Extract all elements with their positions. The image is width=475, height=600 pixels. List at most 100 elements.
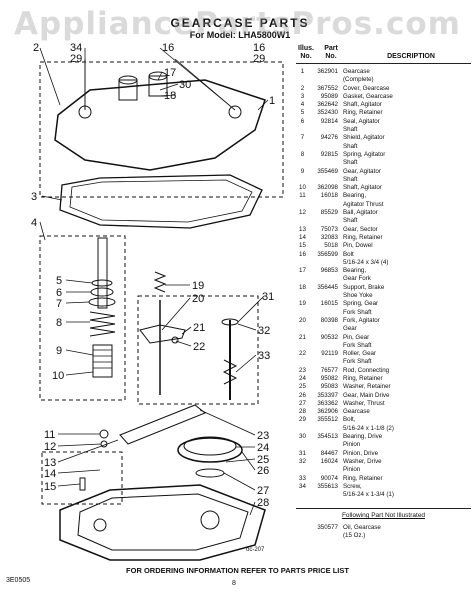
callout-27: 27 [257, 485, 269, 497]
part-no: 350577 [317, 524, 338, 531]
illus-no [296, 425, 309, 433]
fork-spring [153, 271, 167, 293]
part-no: 355469 [317, 167, 338, 175]
part-description: Cover, Gearcase [343, 84, 390, 92]
part-no [309, 358, 343, 366]
parts-row: Shoe Yoke [296, 292, 471, 300]
part-no: 80398 [320, 316, 338, 324]
part-no [309, 342, 343, 350]
part-description: Bearing, [343, 267, 367, 275]
illus-no: 13 [299, 225, 306, 233]
callout-29-b: 29 [253, 53, 265, 65]
parts-row: Fork Shaft [296, 342, 471, 350]
main-drive-gear [177, 437, 243, 463]
part-description: Gear, Sector [343, 225, 378, 233]
part-description: Shaft [343, 142, 358, 150]
part-no: 16018 [320, 192, 338, 200]
illus-no: 2 [300, 84, 305, 92]
illus-no [296, 441, 309, 449]
callout-18: 18 [164, 90, 176, 102]
illus-no: 14 [299, 233, 306, 241]
part-description: Seal, Agitator [343, 117, 380, 125]
part-description: Pinion [343, 466, 361, 474]
part-no [309, 159, 343, 167]
part-description: (Complete) [343, 76, 374, 84]
part-no [309, 76, 343, 84]
callout-15: 15 [44, 481, 56, 493]
part-no: 76577 [320, 366, 338, 374]
illus-no: 34 [299, 482, 306, 490]
illus-no: 11 [299, 192, 306, 200]
agitator-shaft-rod [97, 237, 108, 309]
parts-row: Fork Shaft [296, 309, 471, 317]
illus-no: 17 [299, 267, 306, 275]
callout-11: 11 [44, 429, 55, 441]
illus-no [296, 159, 309, 167]
shaft-group-box [39, 235, 126, 401]
model-subtitle: For Model: LHA5800W1 [189, 30, 291, 40]
part-description: 5/16-24 x 1-3/4 (1) [343, 491, 394, 499]
part-no [309, 325, 343, 333]
fork-roller [171, 336, 179, 344]
part-no [309, 143, 343, 151]
part-description: Shaft [343, 126, 358, 134]
part-description: Shield, Agitator [343, 134, 385, 142]
illus-no [296, 176, 309, 184]
part-no: 16015 [320, 300, 338, 308]
part-no: 95083 [320, 383, 338, 391]
part-description: Gear, Agitator [343, 167, 381, 175]
parts-row: (15 Oz.) [296, 532, 471, 540]
illus-no: 30 [299, 433, 306, 441]
callout-10: 10 [52, 370, 64, 382]
cover-hole-2 [228, 105, 242, 119]
part-description: Washer, Retainer [343, 383, 391, 391]
illus-no: 16 [299, 250, 306, 258]
part-description: Spring, Agitator [343, 150, 386, 158]
part-description: Roller, Gear [343, 350, 377, 358]
illus-no [296, 76, 309, 84]
part-description: Screw, [343, 482, 362, 490]
part-no: 95089 [320, 92, 338, 100]
gear-teeth [93, 349, 112, 369]
gasket-inner-edge [69, 179, 253, 223]
part-description: Fork Shaft [343, 308, 372, 316]
part-description: Gearcase [343, 68, 370, 75]
illus-no: 18 [299, 283, 306, 291]
callout-17: 17 [164, 67, 176, 79]
callout-3: 3 [31, 191, 37, 203]
part-no [309, 292, 343, 300]
callout-7: 7 [56, 298, 62, 310]
parts-row: Gear [296, 325, 471, 333]
part-no: 90532 [320, 333, 338, 341]
illus-no [296, 275, 309, 283]
page-number: 8 [232, 580, 236, 587]
bearing-body [118, 79, 138, 101]
agitator-fork [139, 324, 186, 344]
callout-30: 30 [179, 79, 191, 91]
part-description: (15 Oz.) [343, 532, 366, 540]
callout-32: 32 [258, 325, 270, 337]
parts-row: 5/16-24 x 3/4 (4) [296, 259, 471, 267]
callout-16-b: 16 [253, 42, 265, 54]
illus-no [296, 309, 309, 317]
part-description: Fork, Agitator [343, 316, 380, 324]
illus-no: 6 [300, 117, 305, 125]
illus-no: 21 [299, 333, 306, 341]
callout-2: 2 [33, 42, 39, 54]
parts-row: 5/16-24 x 1-3/4 (1) [296, 491, 471, 499]
illus-no [296, 524, 309, 532]
illus-no: 15 [299, 242, 306, 250]
illus-no: 1 [300, 68, 305, 75]
